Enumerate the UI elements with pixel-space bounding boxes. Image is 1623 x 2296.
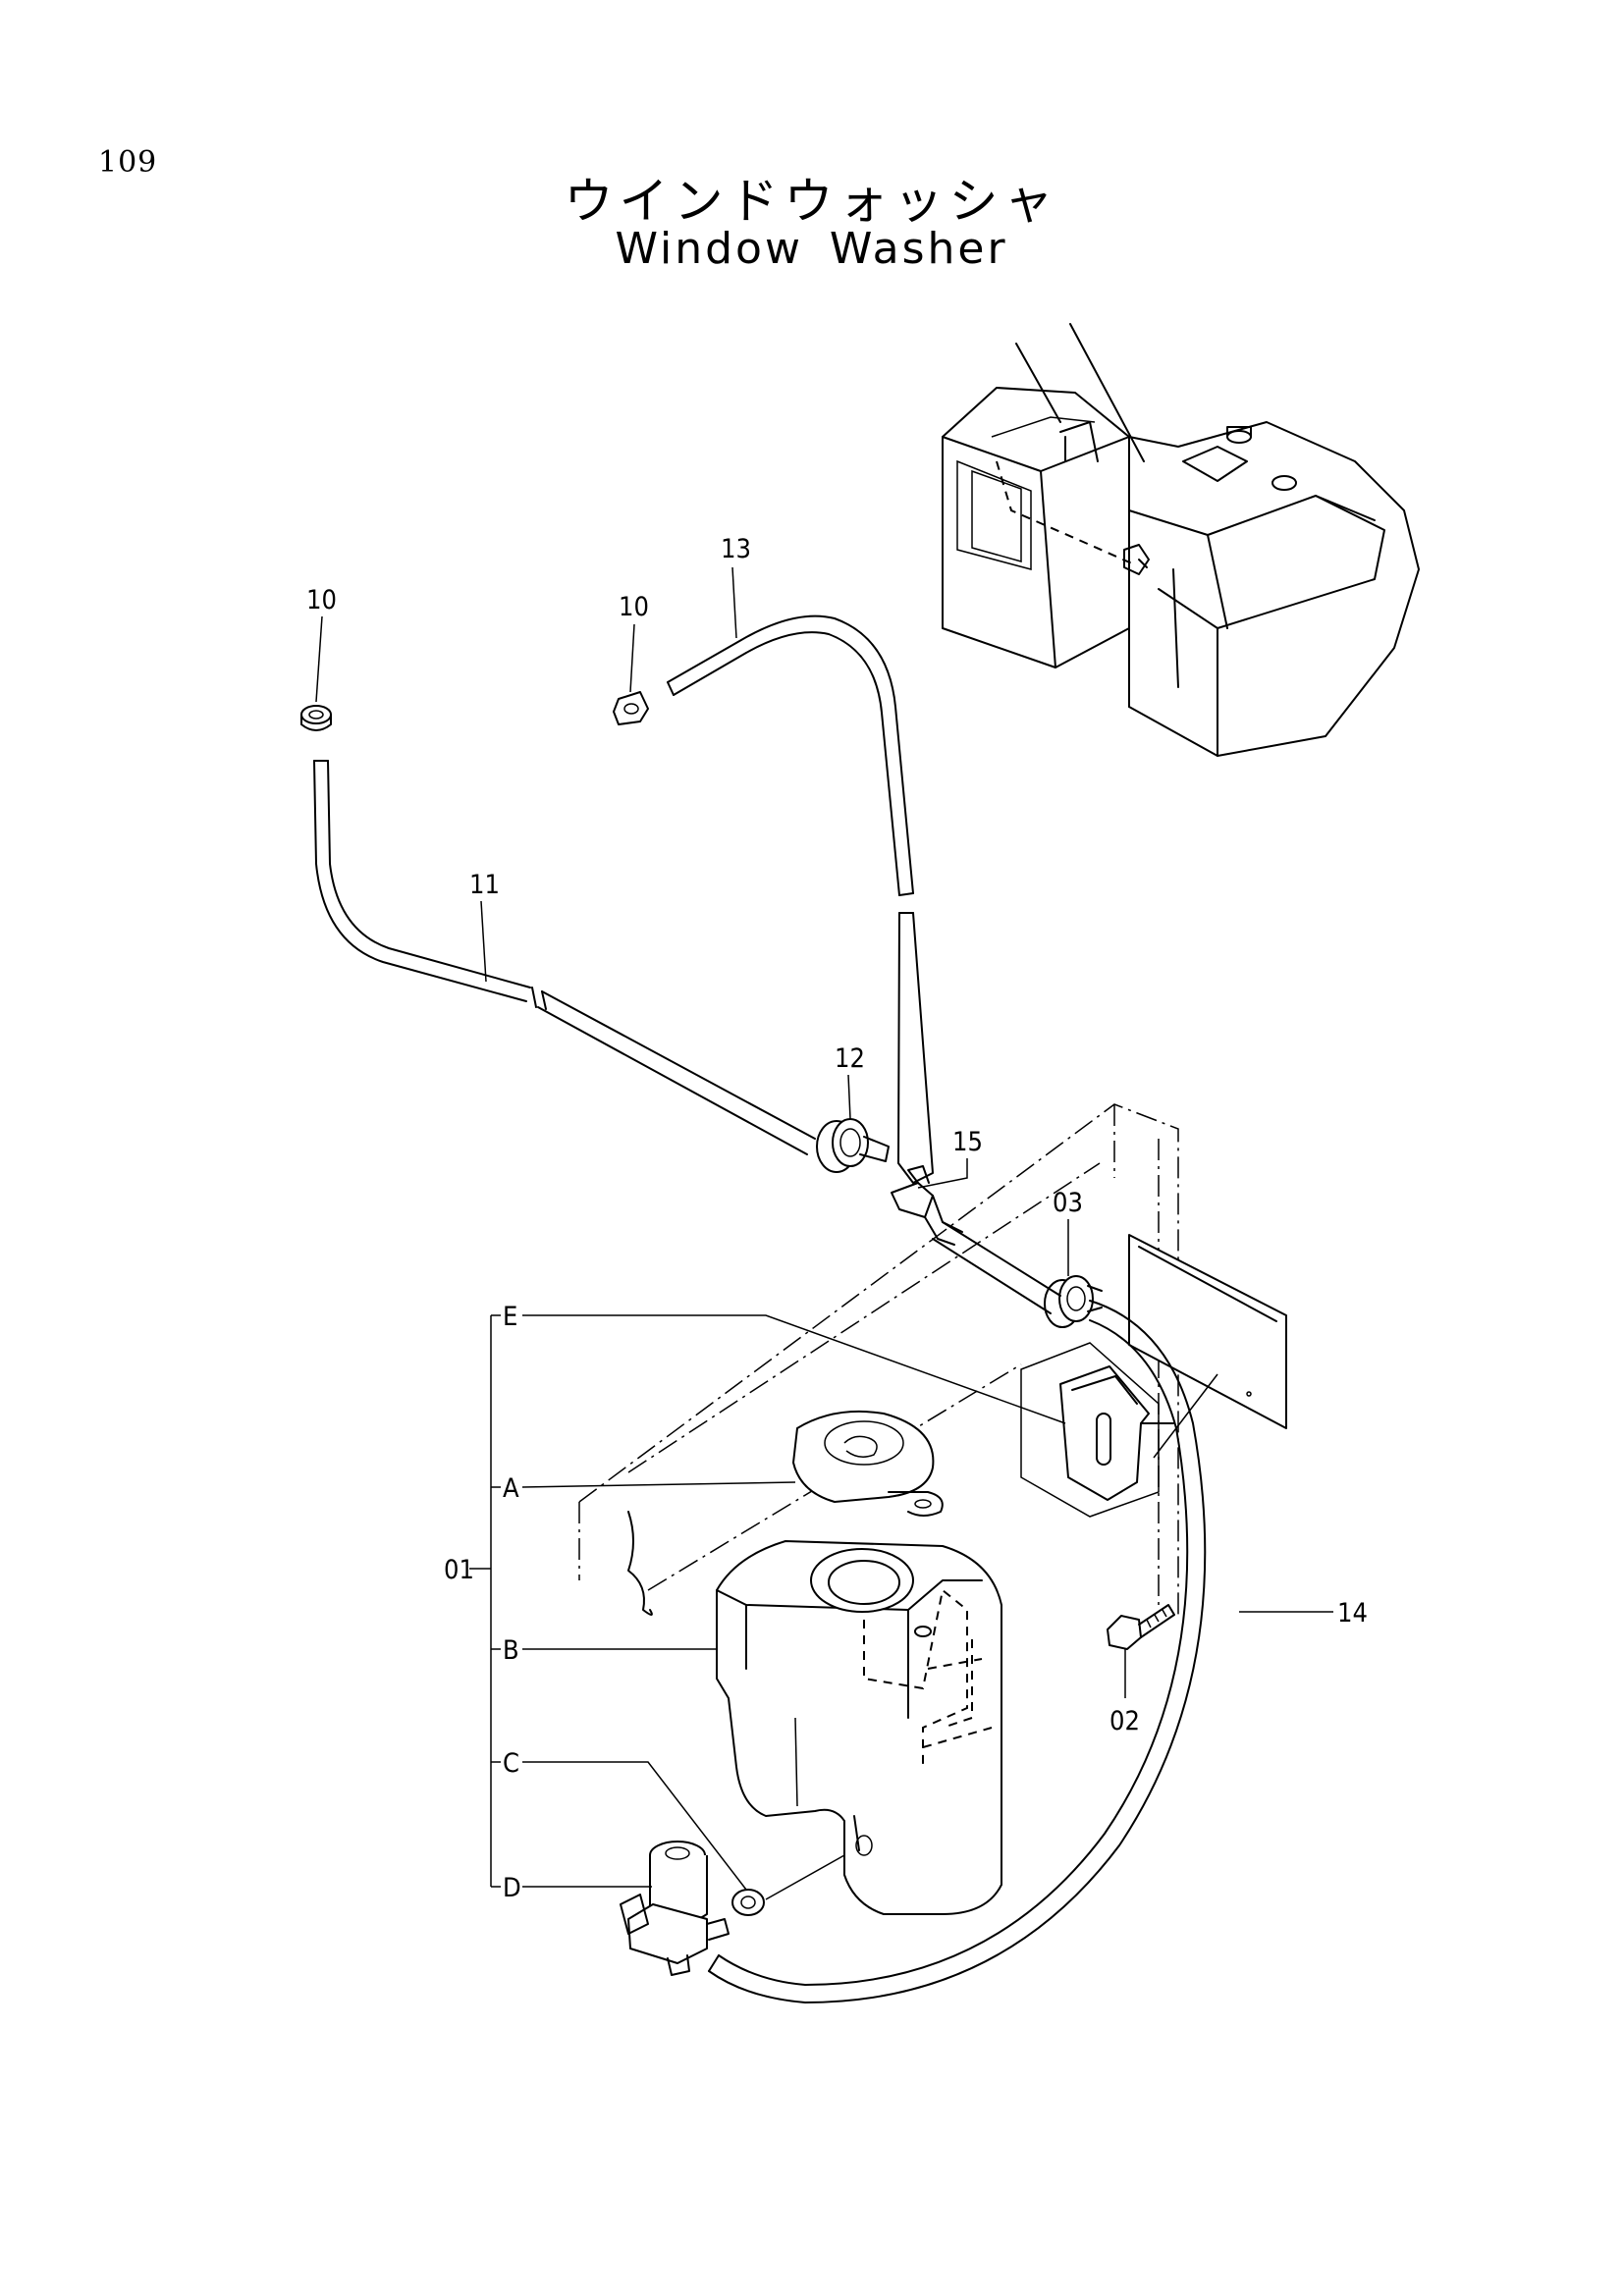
callout-14: 14	[1337, 1598, 1368, 1629]
part-14-hose	[708, 1221, 1207, 2003]
part-B-washer-tank	[716, 1540, 1002, 1915]
part-02-bolt	[1107, 1604, 1175, 1650]
part-10-right-nozzle	[613, 691, 649, 725]
callout-02: 02	[1109, 1706, 1140, 1736]
part-03-grommet	[1044, 1275, 1103, 1328]
mounting-plate	[1128, 1234, 1287, 1429]
callout-labels: 10 10 13 11 12 15 03 14 02 01 E A B C D	[306, 534, 1368, 1903]
callout-D: D	[503, 1873, 521, 1903]
part-12-grommet	[816, 1118, 890, 1173]
callout-E: E	[503, 1302, 517, 1332]
part-13-hose	[667, 614, 934, 1184]
cab-mounting-frame	[578, 1103, 1179, 1620]
callout-11: 11	[469, 870, 500, 900]
part-E-bracket	[1020, 1342, 1218, 1518]
part-10-left-nozzle	[300, 705, 332, 731]
part-D-washer-pump	[620, 1841, 730, 1976]
excavator-location-sketch	[942, 323, 1420, 757]
part-15-tee-joint	[891, 1165, 963, 1246]
callout-10-left: 10	[306, 585, 337, 615]
callout-12: 12	[835, 1043, 865, 1074]
callout-15: 15	[952, 1127, 983, 1157]
part-A-filler-cap	[792, 1410, 944, 1517]
callout-03: 03	[1053, 1188, 1083, 1218]
page-title-english: Window Washer	[615, 224, 1008, 274]
callout-10-right: 10	[619, 592, 649, 622]
callout-01: 01	[444, 1555, 474, 1585]
leader-lines	[315, 566, 1333, 1891]
part-C-seal-ring	[731, 1854, 845, 1916]
callout-13: 13	[721, 534, 751, 564]
callout-A: A	[503, 1473, 519, 1504]
callout-C: C	[503, 1748, 519, 1779]
part-11-hose	[313, 760, 816, 1155]
page-number: 109	[98, 145, 158, 180]
callout-B: B	[503, 1635, 519, 1666]
page-title-japanese: ウインドウォッシャ	[564, 173, 1059, 230]
